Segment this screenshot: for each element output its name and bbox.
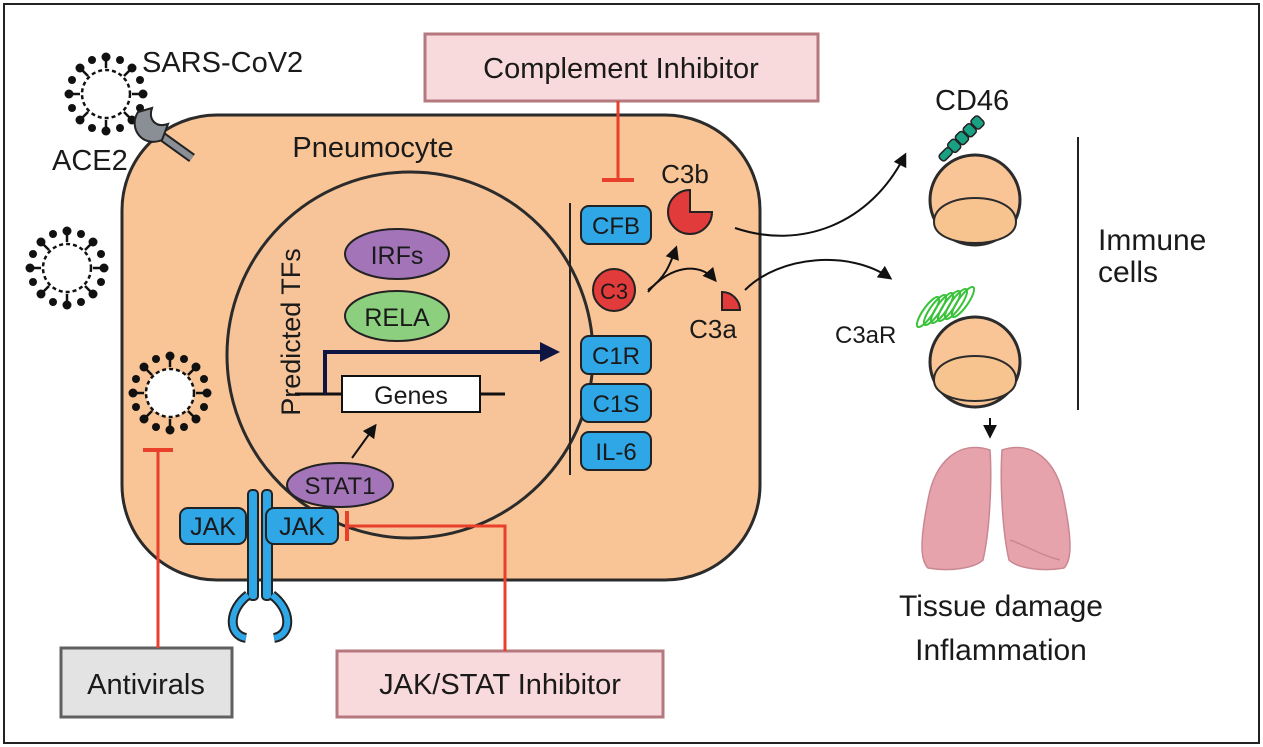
outcome-label-line2: Inflammation <box>915 634 1087 667</box>
immune-cells-label-line1: Immune <box>1098 224 1206 257</box>
cfb-protein <box>580 205 652 245</box>
complement-inhibitor-box <box>423 32 820 103</box>
ace2-label: ACE2 <box>52 145 128 177</box>
c3b-to-cd46-arrow <box>734 152 907 237</box>
c3-protein <box>592 268 636 312</box>
cd46-label: CD46 <box>935 85 1009 117</box>
jak-stat-inhibitor-box <box>335 649 665 719</box>
stat1-protein <box>286 462 394 508</box>
jak-stat-inhibitor-line <box>347 524 507 651</box>
c3a-fragment <box>721 290 742 311</box>
complement-inhibitor-label: Complement Inhibitor <box>483 53 759 85</box>
c3b-label: C3b <box>661 159 709 189</box>
irfs-label: IRFs <box>371 242 424 270</box>
il6-protein <box>580 431 652 471</box>
rela-label: RELA <box>364 304 430 332</box>
predicted-tfs-label: Predicted TFs <box>276 248 306 416</box>
outcome-label-line1: Tissue damage <box>899 590 1103 623</box>
sars-cov2-label: SARS-CoV2 <box>142 47 303 79</box>
immune-cell-1-nucleus <box>932 197 1018 244</box>
jak-right-label: JAK <box>279 513 325 541</box>
jak-stat-inhibitor-label: JAK/STAT Inhibitor <box>379 669 621 701</box>
stat1-label: STAT1 <box>304 473 375 500</box>
stat1-activation-arrow <box>351 423 377 459</box>
c3a-to-c3ar-arrow <box>744 259 893 291</box>
transcription-arrow <box>323 342 560 394</box>
genes-label: Genes <box>374 382 448 410</box>
antivirals-box <box>59 646 234 719</box>
c1s-protein <box>580 383 652 423</box>
antivirals-label: Antivirals <box>87 669 205 701</box>
virus-icon <box>24 225 110 311</box>
cfb-label: CFB <box>592 213 640 240</box>
c3-label: C3 <box>600 279 628 304</box>
c3a-label: C3a <box>689 314 737 344</box>
pneumocyte-label: Pneumocyte <box>292 132 453 164</box>
c3ar-receptor-icon <box>915 285 976 329</box>
c3b-fragment <box>667 188 714 235</box>
cd46-receptor-icon <box>938 115 985 162</box>
c1r-protein <box>580 335 652 375</box>
immune-cell-2-nucleus <box>932 355 1018 402</box>
ace2-receptor-icon <box>133 106 195 163</box>
immune-cells-label-line2: cells <box>1098 256 1158 289</box>
c1r-label: C1R <box>592 343 640 370</box>
c1s-label: C1S <box>593 391 640 418</box>
rela-tf <box>344 290 450 342</box>
irfs-tf <box>344 228 450 280</box>
genes-box <box>341 375 481 413</box>
c3-to-c3a-arrow <box>647 266 717 293</box>
c3ar-label: C3aR <box>835 322 896 349</box>
jak-left-protein <box>179 507 247 545</box>
jak-left-label: JAK <box>190 513 236 541</box>
il6-label: IL-6 <box>595 439 636 466</box>
virus-icon <box>127 350 213 436</box>
lungs-icon <box>921 446 1071 571</box>
jak-right-protein <box>265 507 339 545</box>
